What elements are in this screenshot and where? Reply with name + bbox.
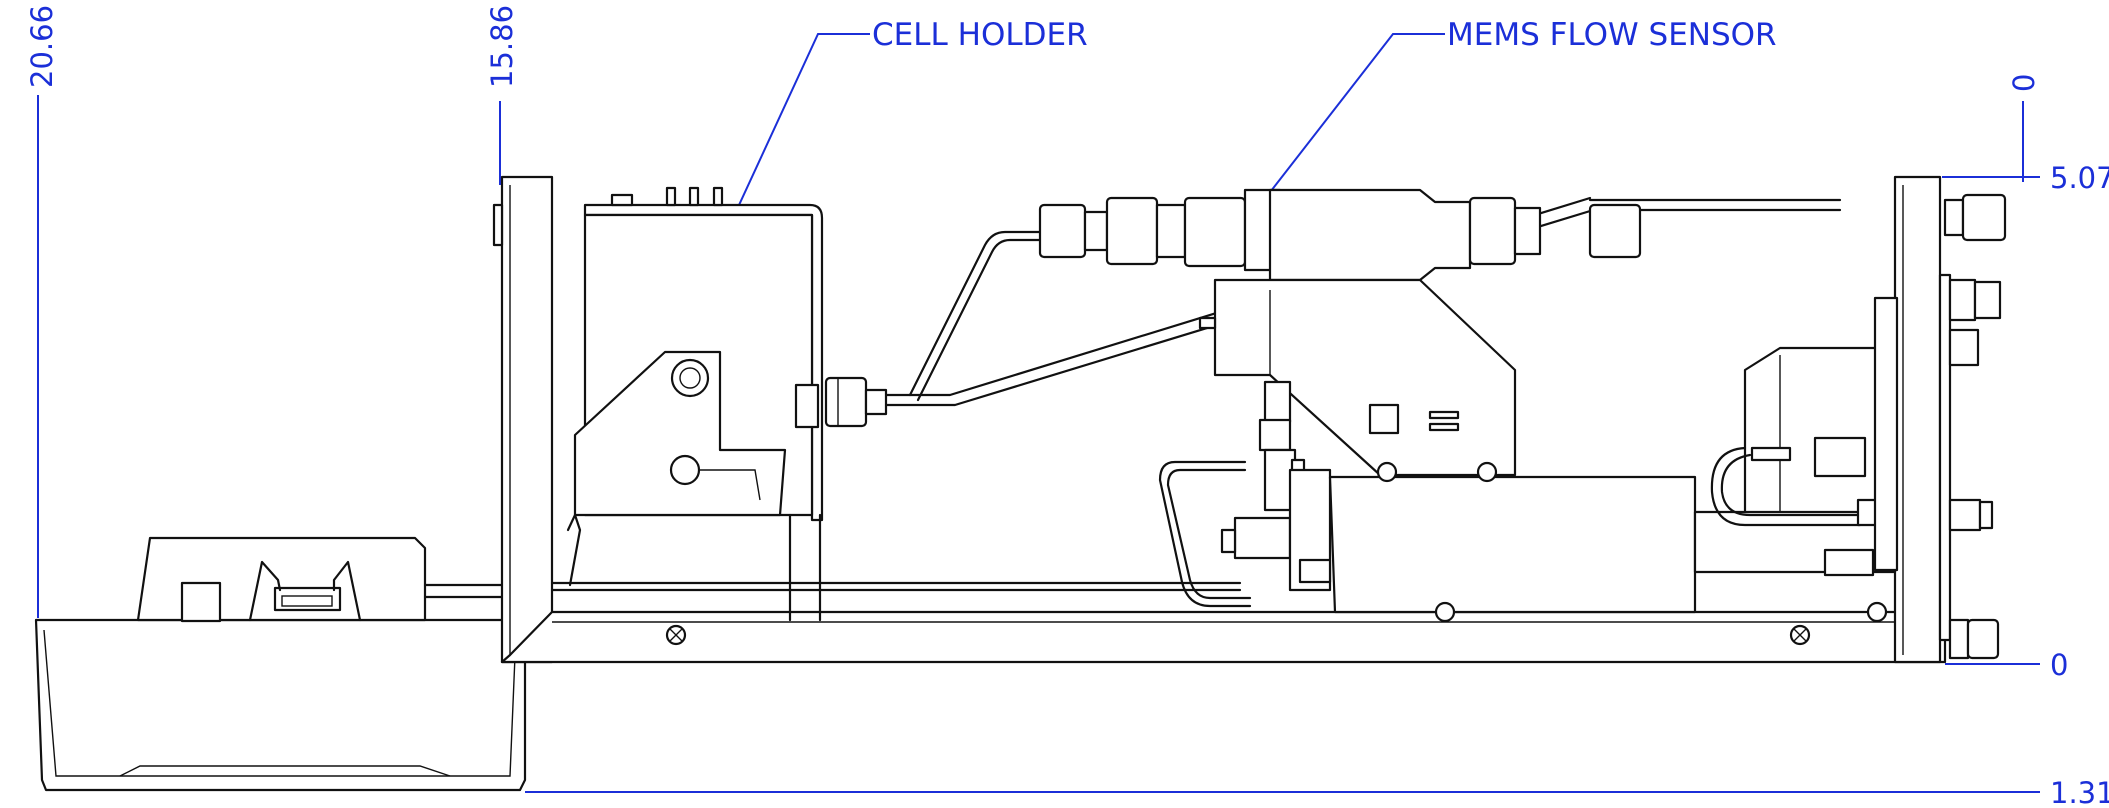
dimension-label-15-86: 15.86 [485,5,519,88]
dimension-label-20-66: 20.66 [25,5,59,88]
cell-holder [566,186,824,622]
chassis-frame [492,175,1952,664]
cell-holder-fitting [824,376,888,428]
dimension-label-top-zero: 0 [2007,74,2041,92]
connectors [1220,380,1888,623]
callout-mems-flow-sensor: MEMS FLOW SENSOR [1447,17,1777,53]
right-electronics [1693,193,2007,660]
dimension-label-1-31: 1.31 [2050,776,2109,808]
callout-cell-holder: CELL HOLDER [872,17,1088,53]
mems-flow-sensor [1038,188,1642,477]
dimension-label-5-07: 5.07 [2050,161,2109,195]
dimension-lines [37,95,2040,793]
dimension-label-middle-zero: 0 [2050,648,2068,682]
docking-base [34,536,527,792]
